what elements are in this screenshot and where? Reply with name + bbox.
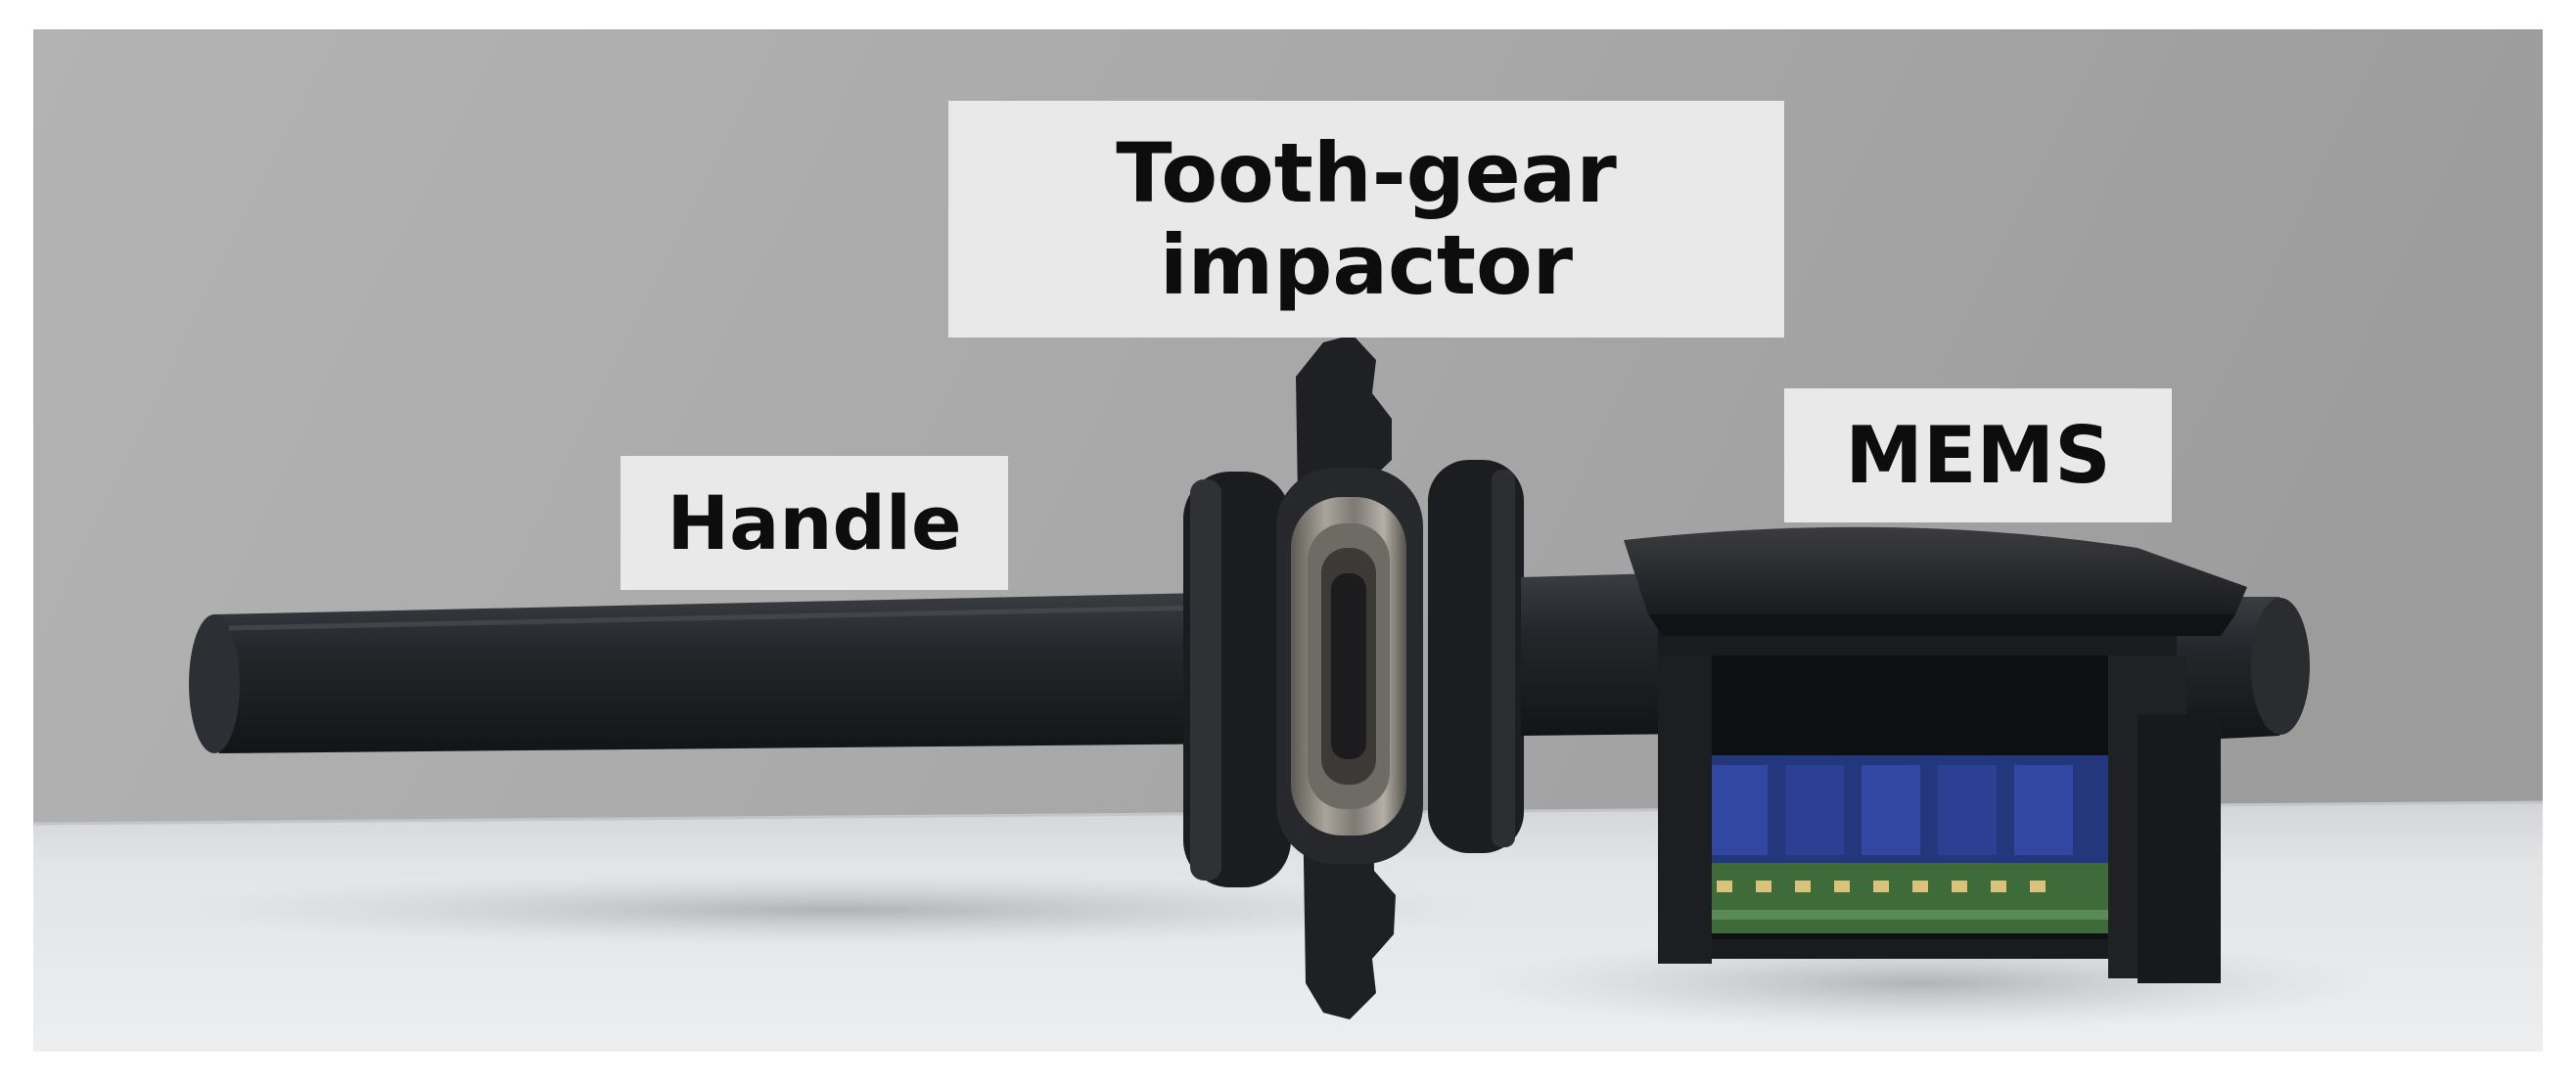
mems-label-text: MEMS (1845, 409, 2111, 501)
left-flange (1183, 472, 1291, 887)
tooth-gear-impactor (1276, 335, 1423, 1019)
tooth-gear-impactor-label-text: Tooth-gear impactor (1116, 124, 1617, 313)
pcb-board (1697, 863, 2118, 933)
right-flange (1428, 460, 1524, 853)
sensor-modules (1697, 755, 2108, 865)
mems-housing (1624, 526, 2310, 983)
handle-label-text: Handle (667, 478, 962, 566)
device-photo: Tooth-gear impactor MEMS Handle (33, 29, 2543, 1052)
mems-label: MEMS (1784, 388, 2172, 522)
tooth-gear-impactor-label: Tooth-gear impactor (948, 101, 1784, 338)
handle-rod (189, 592, 1248, 753)
handle-label: Handle (621, 456, 1008, 590)
handle-shadow (151, 873, 1521, 947)
